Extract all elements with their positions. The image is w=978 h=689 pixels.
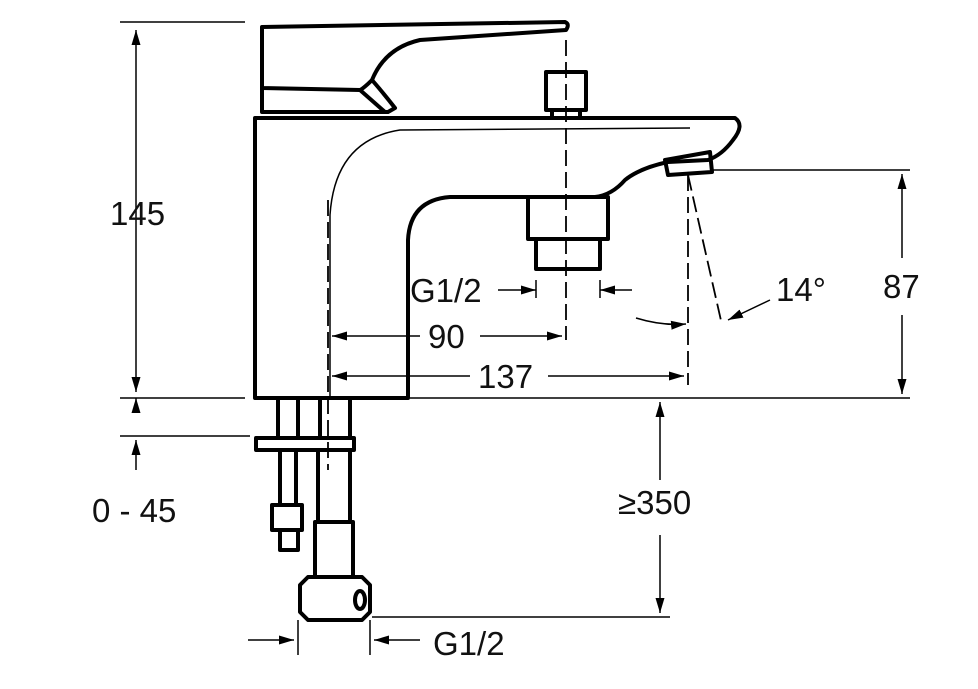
- lever-handle: [260, 20, 570, 114]
- dim-angle-14: 14°: [776, 271, 826, 308]
- dim-inlet-thread: G1/2: [433, 625, 505, 662]
- dim-outlet-thread: G1/2: [410, 272, 482, 309]
- dim-height-87: 87: [883, 268, 920, 305]
- dim-deck-0-45: 0 - 45: [92, 492, 176, 529]
- faucet-body: [253, 116, 742, 400]
- dim-reach-137: 137: [478, 358, 533, 395]
- dim-hose-350: ≥350: [618, 484, 691, 521]
- dim-height-145: 145: [110, 195, 165, 232]
- mounting-hardware: [254, 396, 372, 622]
- dim-offset-90: 90: [428, 318, 465, 355]
- outlet-nozzle: [526, 195, 610, 271]
